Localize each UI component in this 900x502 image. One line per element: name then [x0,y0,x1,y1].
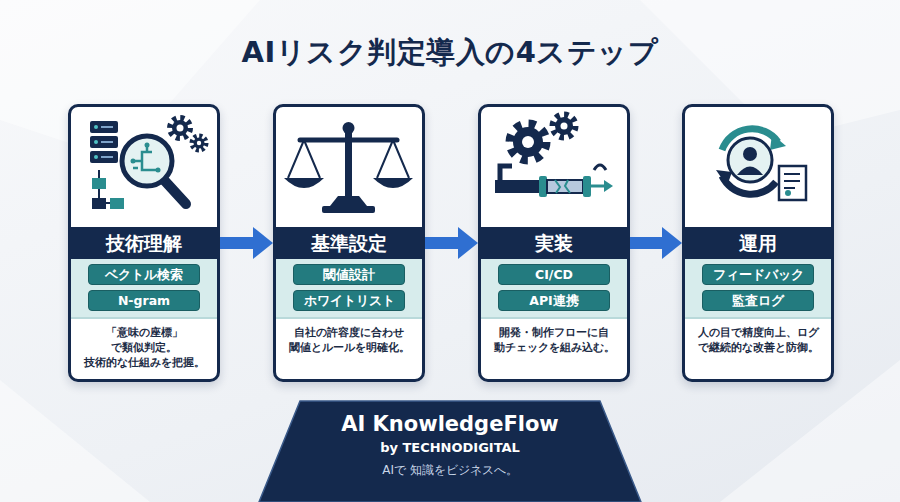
step-card: 技術理解「意味の座標」で類似判定。 技術的な仕組みを把握。 ベクトル検索 N-gra… [68,104,220,382]
keyword-pill: N-gram [88,290,200,311]
step-heading: 実装 [481,227,627,259]
keyword-pill: CI/CD [498,264,610,285]
keyword-label: N-gram [89,291,199,310]
keyword-label: CI/CD [499,265,609,284]
keyword-label: ベクトル検索 [89,265,199,284]
flow-arrow [630,237,664,249]
step-description: 開発・制作フローに自 動チェックを組み込む。 [483,325,625,355]
keyword-pill: ベクトル検索 [88,264,200,285]
flow-arrow [220,237,255,249]
keyword-label: 監査ログ [703,291,813,310]
keyword-pill: API連携 [498,290,610,311]
step-description: 人の目で精度向上、ログ で継続的な改善と防御。 [687,325,829,355]
step-heading: 基準設定 [276,227,422,259]
step-heading: 技術理解 [71,227,217,259]
brand-name: AI KnowledgeFlow [258,412,642,436]
diagram-title: AIリスク判定導入の4ステップ [0,33,900,73]
step-card: 運用人の目で精度向上、ログ で継続的な改善と防御。 フィードバック監査ログ [682,104,834,382]
keyword-pill: フィードバック [702,264,814,285]
step-card: 基準設定自社の許容度に合わせ 閾値とルールを明確化。 閾値設計ホワイトリスト [273,104,425,382]
keyword-pill: 閾値設計 [293,264,405,285]
banner-trapezoid [259,401,641,502]
keyword-label: フィードバック [703,265,813,284]
keyword-label: 閾値設計 [294,265,404,284]
keyword-label: ホワイトリスト [294,291,404,310]
brand-byline: by TECHNODIGITAL [258,440,642,455]
keyword-label: API連携 [499,291,609,310]
step-description: 「意味の座標」で類似判定。 技術的な仕組みを把握。 [73,325,215,370]
background-shape-part [0,380,150,502]
brand-tagline: AIで 知識をビジネスへ。 [258,462,642,479]
keyword-pill: 監査ログ [702,290,814,311]
keyword-pill: ホワイトリスト [293,290,405,311]
step-description: 自社の許容度に合わせ 閾値とルールを明確化。 [278,325,420,355]
brand-banner: AI KnowledgeFlow by TECHNODIGITAL AIで 知識をビ… [258,400,642,502]
flow-arrow [425,237,460,249]
step-card: 実装開発・制作フローに自 動チェックを組み込む。 CI/CD API連携 [478,104,630,382]
step-heading: 運用 [685,227,831,259]
